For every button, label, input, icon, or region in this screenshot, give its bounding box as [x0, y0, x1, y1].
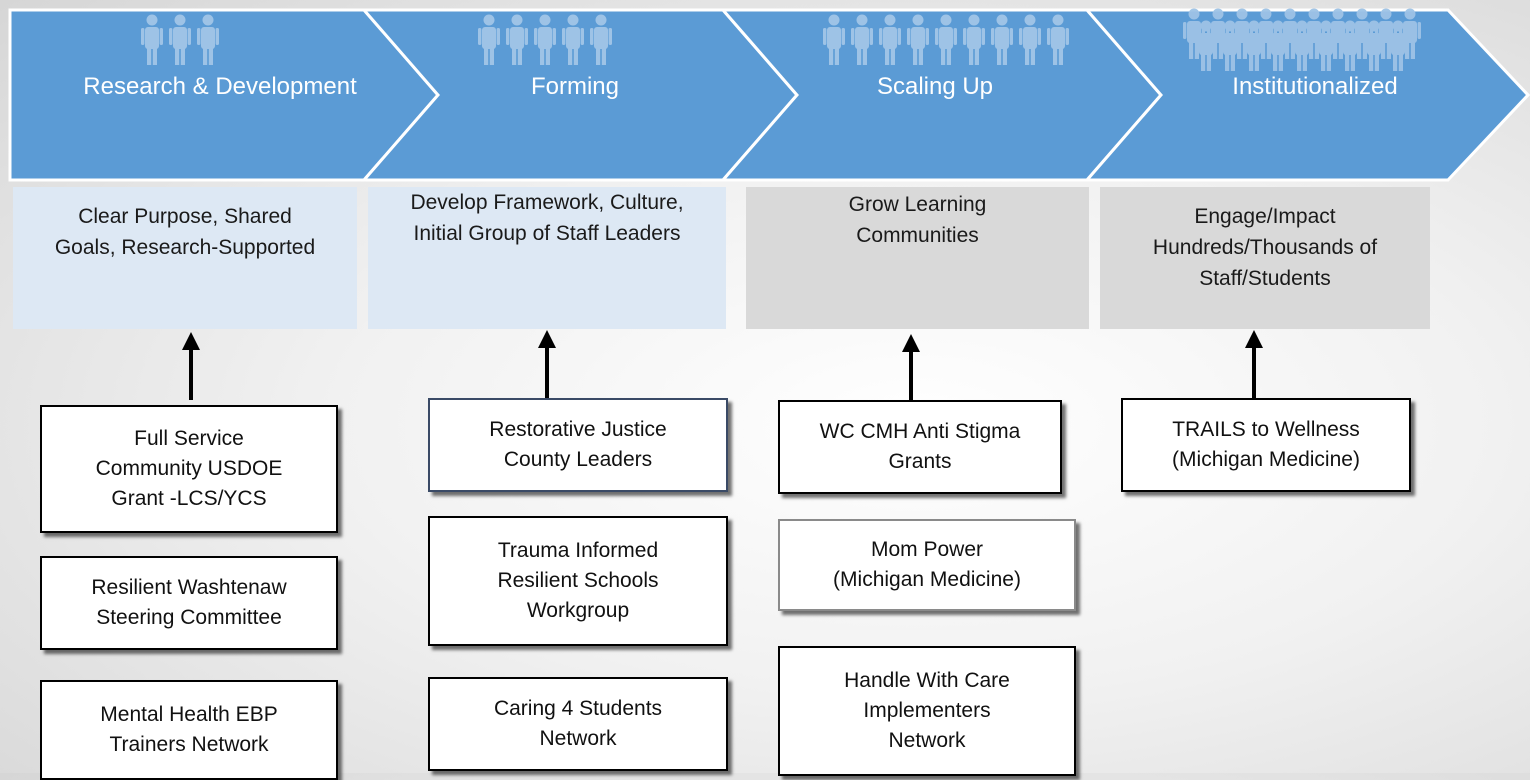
card-caring-4-students-text: Caring 4 Students Network [493, 697, 663, 750]
up-arrow-icon-4 [1245, 330, 1263, 398]
card-wc-cmh-anti-stigma: WC CMH Anti Stigma Grants [778, 400, 1062, 494]
card-trauma-informed-text: Trauma Informed Resilient Schools Workgr… [497, 539, 659, 622]
stage-label-forming: Forming [530, 73, 620, 100]
stage-description-2: Develop Framework, Culture, Initial Grou… [368, 187, 726, 329]
stage-description-3: Grow Learning Communities [746, 187, 1089, 329]
card-trails-to-wellness-text: TRAILS to Wellness (Michigan Medicine) [1172, 418, 1360, 471]
card-handle-with-care-text: Handle With Care Implementers Network [844, 669, 1010, 752]
card-handle-with-care: Handle With Care Implementers Network [778, 646, 1076, 776]
card-mental-health-ebp-text: Mental Health EBP Trainers Network [100, 703, 278, 756]
card-resilient-washtenaw: Resilient Washtenaw Steering Committee [40, 556, 338, 650]
card-mental-health-ebp: Mental Health EBP Trainers Network [40, 680, 338, 780]
card-restorative-justice: Restorative Justice County Leaders [428, 398, 728, 492]
stage-description-1-text: Clear Purpose, Shared Goals, Research-Su… [54, 205, 316, 259]
card-full-service-community-text: Full Service Community USDOE Grant -LCS/… [95, 427, 283, 510]
up-arrow-icon-3 [902, 334, 920, 402]
stage-description-4: Engage/Impact Hundreds/Thousands of Staf… [1100, 187, 1430, 329]
stage-label-research-development: Research & Development [83, 73, 357, 100]
up-arrow-icon-2 [538, 330, 556, 398]
stage-description-2-text: Develop Framework, Culture, Initial Grou… [410, 191, 684, 245]
card-caring-4-students: Caring 4 Students Network [428, 677, 728, 771]
stage-label-scaling-up: Scaling Up [876, 73, 994, 100]
card-wc-cmh-anti-stigma-text: WC CMH Anti Stigma Grants [819, 420, 1021, 473]
stage-chevrons [8, 8, 1530, 182]
card-trails-to-wellness: TRAILS to Wellness (Michigan Medicine) [1121, 398, 1411, 492]
stage-label-institutionalized: Institutionalized [1232, 73, 1398, 100]
stage-description-4-text: Engage/Impact Hundreds/Thousands of Staf… [1152, 205, 1378, 290]
stage-description-1: Clear Purpose, Shared Goals, Research-Su… [13, 187, 357, 329]
card-trauma-informed: Trauma Informed Resilient Schools Workgr… [428, 516, 728, 646]
card-full-service-community: Full Service Community USDOE Grant -LCS/… [40, 405, 338, 533]
card-resilient-washtenaw-text: Resilient Washtenaw Steering Committee [91, 576, 287, 629]
stage-description-3-text: Grow Learning Communities [848, 193, 987, 247]
card-mom-power: Mom Power (Michigan Medicine) [778, 519, 1076, 611]
card-restorative-justice-text: Restorative Justice County Leaders [489, 418, 667, 471]
up-arrow-icon-1 [182, 332, 200, 400]
card-mom-power-text: Mom Power (Michigan Medicine) [833, 538, 1021, 591]
